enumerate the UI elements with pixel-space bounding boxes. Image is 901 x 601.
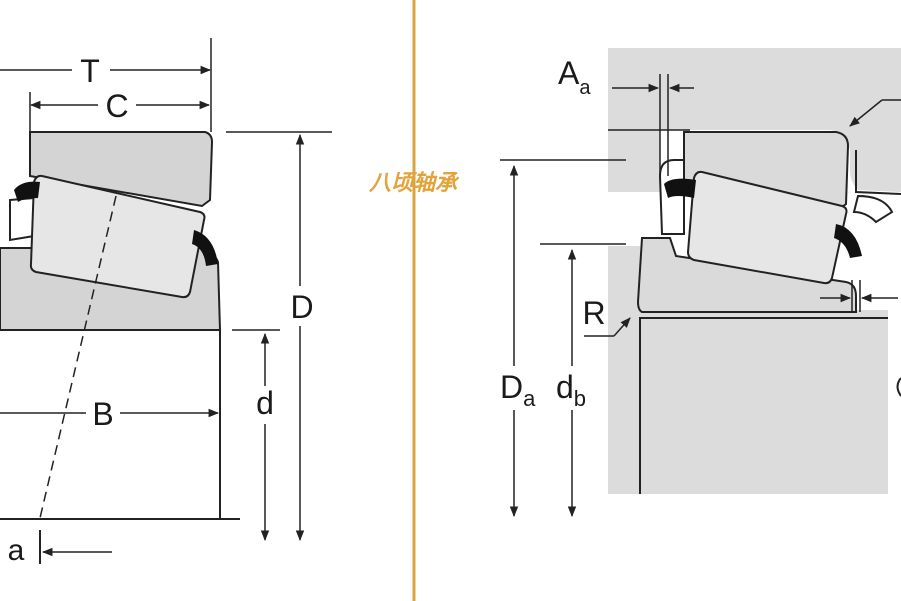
housing-top — [608, 48, 901, 192]
R-leader-diagonal — [613, 317, 631, 337]
label-db-main: d — [556, 369, 574, 405]
label-T: T — [80, 53, 100, 89]
label-db-sub: b — [574, 386, 586, 411]
housing-lip — [852, 194, 894, 224]
callout-leader — [849, 99, 883, 127]
label-Aa: Aa — [558, 55, 591, 99]
partial-edge-mark — [896, 377, 901, 397]
cage-left — [9, 196, 35, 242]
right-bearing-diagram: Aa Da db R — [500, 48, 901, 518]
label-Da: Da — [500, 369, 536, 411]
housing-right-outline — [855, 150, 901, 195]
inner-ring-right — [636, 237, 857, 313]
seal-right — [192, 230, 218, 266]
seal-right-a — [664, 178, 696, 198]
label-R: R — [582, 295, 605, 331]
label-db: db — [556, 369, 586, 411]
label-Da-main: D — [500, 369, 523, 405]
watermark-text: 八顷轴承 — [368, 170, 460, 196]
roller-axis-line — [39, 195, 117, 519]
label-d: d — [256, 385, 274, 421]
label-Aa-sub: a — [579, 77, 591, 99]
label-D: D — [290, 289, 313, 325]
outer-ring — [29, 131, 214, 208]
label-Da-sub: a — [523, 386, 536, 411]
label-a: a — [8, 534, 25, 567]
left-bearing-diagram: T C D d B a — [0, 38, 332, 567]
tapered-roller-right — [686, 170, 848, 285]
seal-left — [14, 181, 40, 202]
cage-right — [658, 159, 685, 235]
label-C: C — [105, 88, 128, 124]
label-Aa-main: A — [558, 55, 580, 91]
tapered-roller — [29, 174, 206, 299]
shaft-outline — [639, 317, 888, 494]
seal-right-b — [834, 224, 862, 258]
label-B: B — [92, 396, 113, 432]
shaft-block — [608, 246, 888, 494]
